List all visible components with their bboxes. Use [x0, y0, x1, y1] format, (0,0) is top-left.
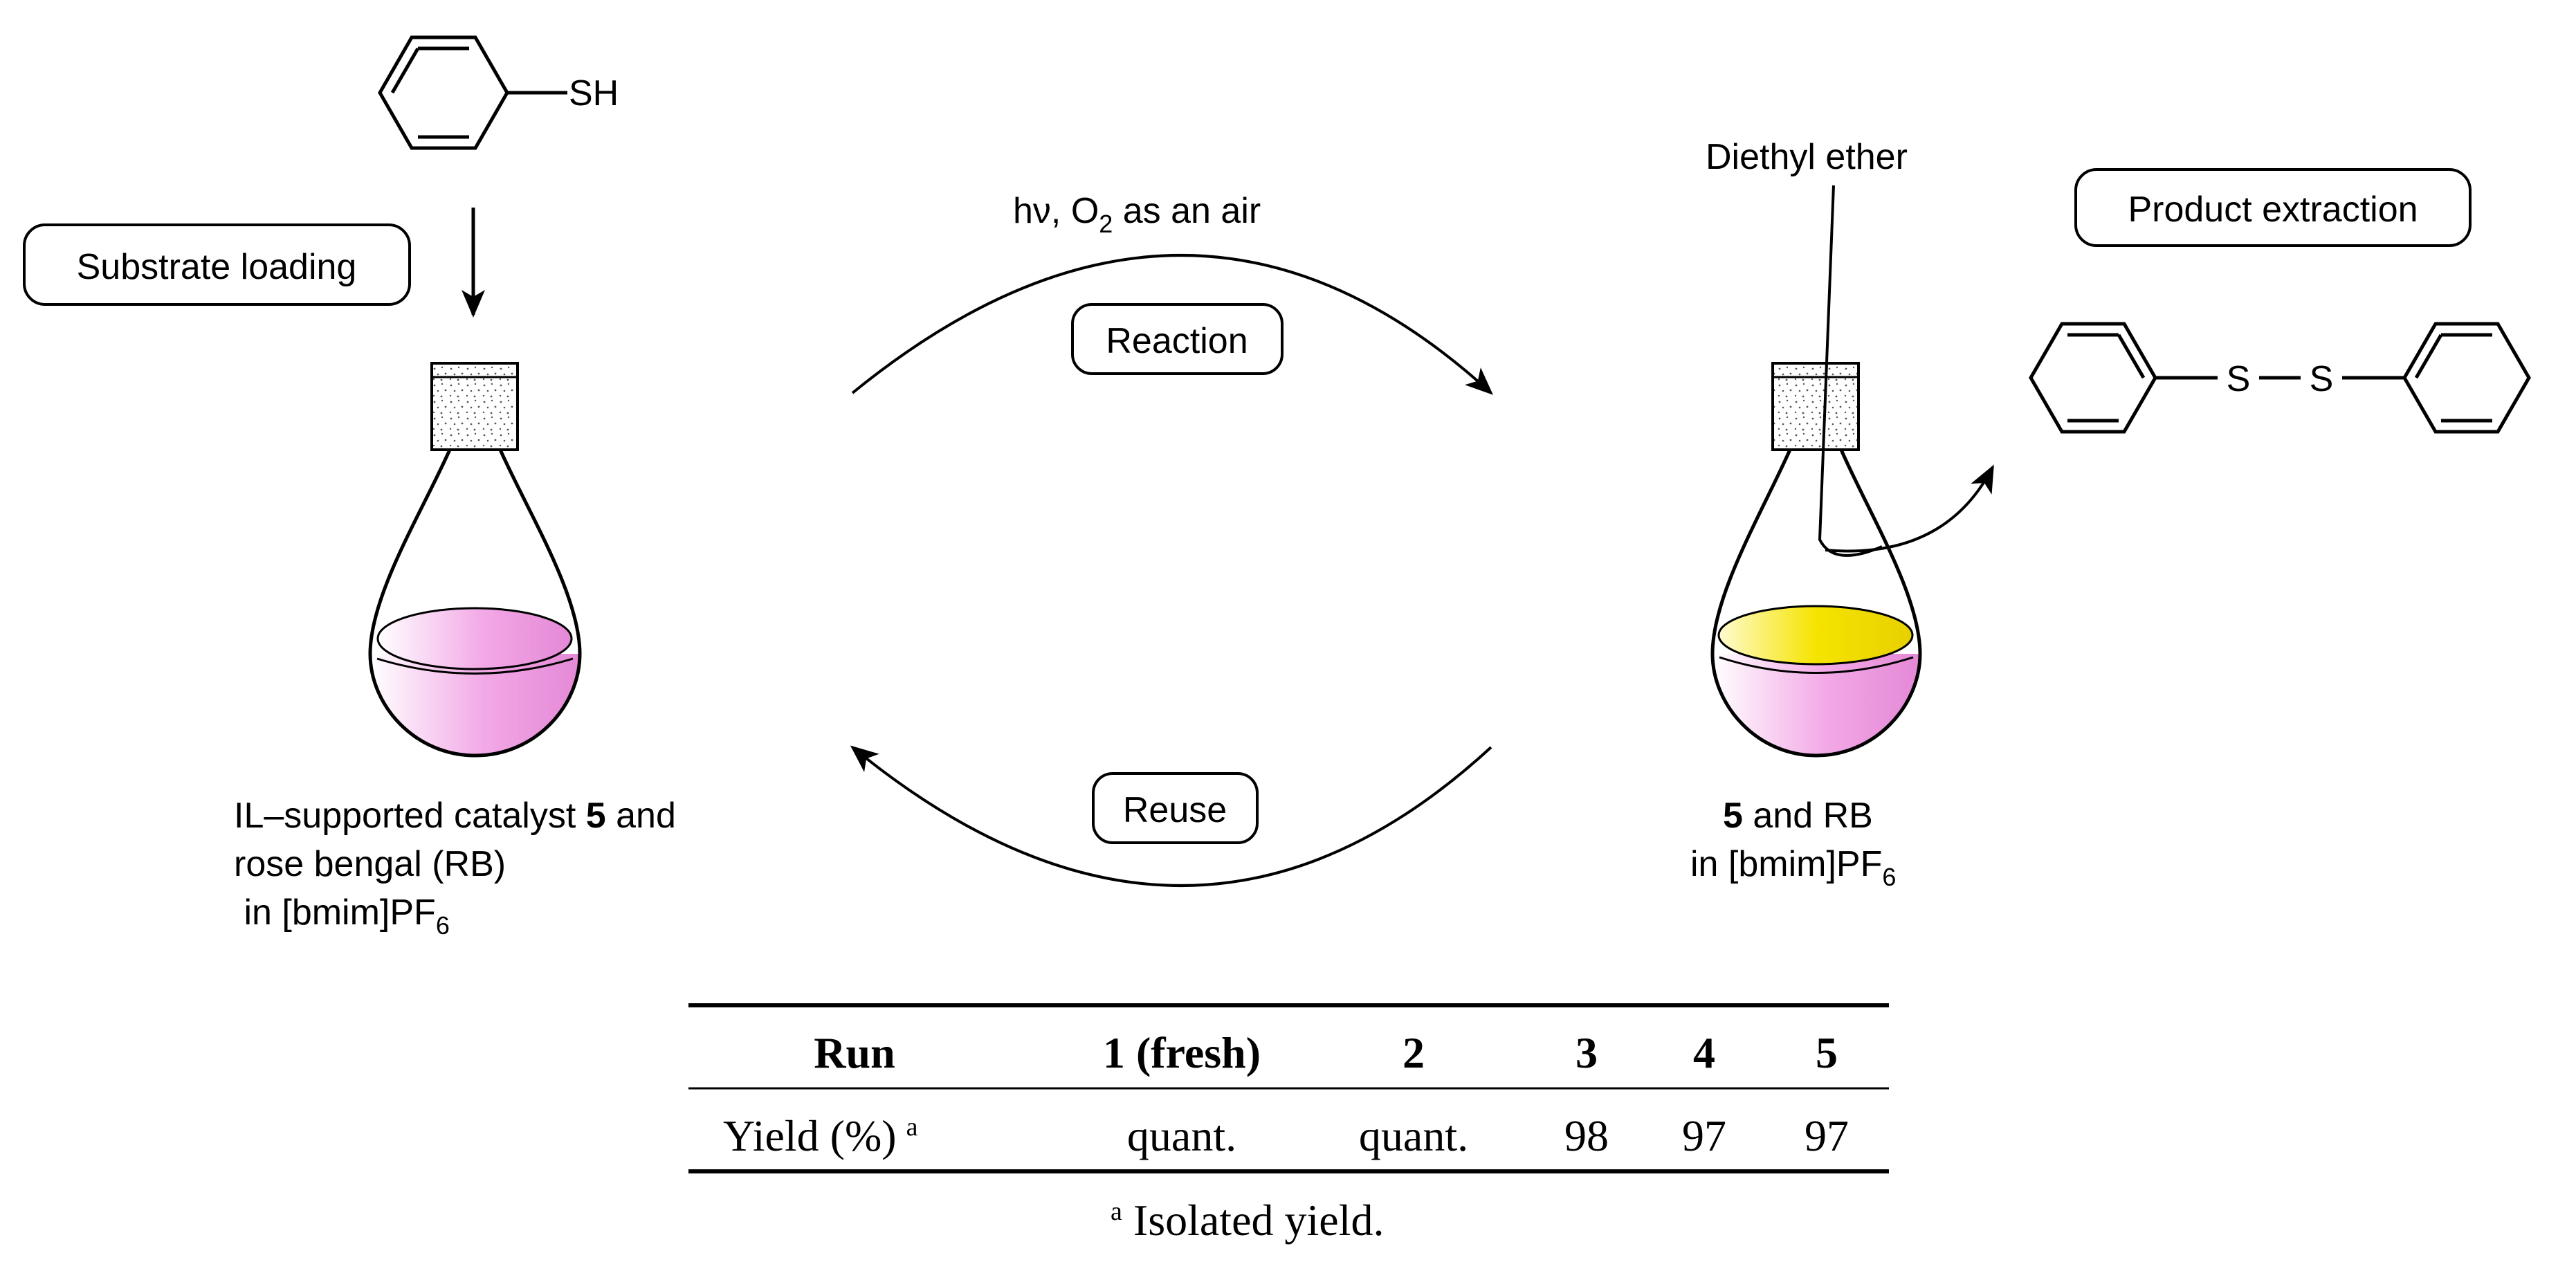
thiophenol-structure: [378, 35, 567, 150]
table-header-run-1: 1 (fresh): [1103, 1028, 1261, 1077]
table-cell-run-3: 98: [1564, 1111, 1609, 1160]
left-flask-body: [368, 448, 582, 758]
thiol-label: SH: [569, 73, 619, 113]
product-extraction-label: Product extraction: [2128, 190, 2418, 230]
reuse-box: Reuse: [1092, 772, 1259, 844]
right-flask: [1710, 362, 1922, 758]
table-header-run: Run: [814, 1028, 895, 1077]
reuse-label: Reuse: [1123, 790, 1227, 830]
left-flask: [368, 362, 582, 758]
reaction-label: Reaction: [1106, 321, 1248, 361]
left-phenyl-ring: [2029, 322, 2157, 434]
table-cell-run-1: quant.: [1127, 1111, 1236, 1160]
product-extraction-box: Product extraction: [2074, 168, 2472, 247]
reaction-cycle-arrow: [851, 254, 1493, 395]
left-flask-liquid-surface: [376, 607, 573, 670]
sulfur-atom-1: S: [2227, 359, 2251, 399]
diphenyl-disulfide-structure: [2029, 322, 2531, 434]
table-cell-run-5: 97: [1805, 1111, 1849, 1160]
left-flask-liquid: [370, 654, 580, 756]
sulfur-atom-2: S: [2310, 359, 2334, 399]
substrate-loading-label: Substrate loading: [77, 247, 357, 287]
reaction-box: Reaction: [1071, 303, 1284, 375]
table-header-run-4: 4: [1693, 1028, 1715, 1077]
table-cell-run-4: 97: [1682, 1111, 1726, 1160]
table-header-run-3: 3: [1575, 1028, 1598, 1077]
extraction-arrow: [1825, 464, 1994, 553]
table-header-run-5: 5: [1816, 1028, 1838, 1077]
right-flask-body: [1710, 448, 1922, 758]
right-flask-upper-layer: [1717, 605, 1914, 666]
right-flask-lower-layer: [1712, 654, 1920, 756]
table-header-run-2: 2: [1403, 1028, 1425, 1077]
yield-table: Run 1 (fresh) 2 3 4 5 Yield (%)a quant. …: [688, 1003, 1889, 1245]
left-flask-caption-line1: IL–supported catalyst 5 and: [234, 796, 676, 836]
table-footnote: a Isolated yield.: [1111, 1196, 1384, 1245]
solvent-label: Diethyl ether: [1706, 137, 1908, 177]
right-phenyl-ring: [2402, 322, 2531, 434]
right-flask-caption-line2: in [bmim]PF6: [1690, 844, 1896, 891]
left-flask-caption-line3: in [bmim]PF6: [234, 893, 450, 940]
table-cell-run-2: quant.: [1359, 1111, 1468, 1160]
table-row-label: Yield (%)a: [723, 1111, 918, 1160]
substrate-loading-box: Substrate loading: [23, 223, 411, 306]
reaction-conditions: hν, O2 as an air: [1013, 191, 1261, 238]
benzene-ring: [378, 35, 509, 150]
reuse-cycle-arrow: [850, 745, 1492, 887]
left-flask-caption-line2: rose bengal (RB): [234, 844, 506, 884]
right-flask-caption-line1: 5 and RB: [1723, 796, 1873, 836]
